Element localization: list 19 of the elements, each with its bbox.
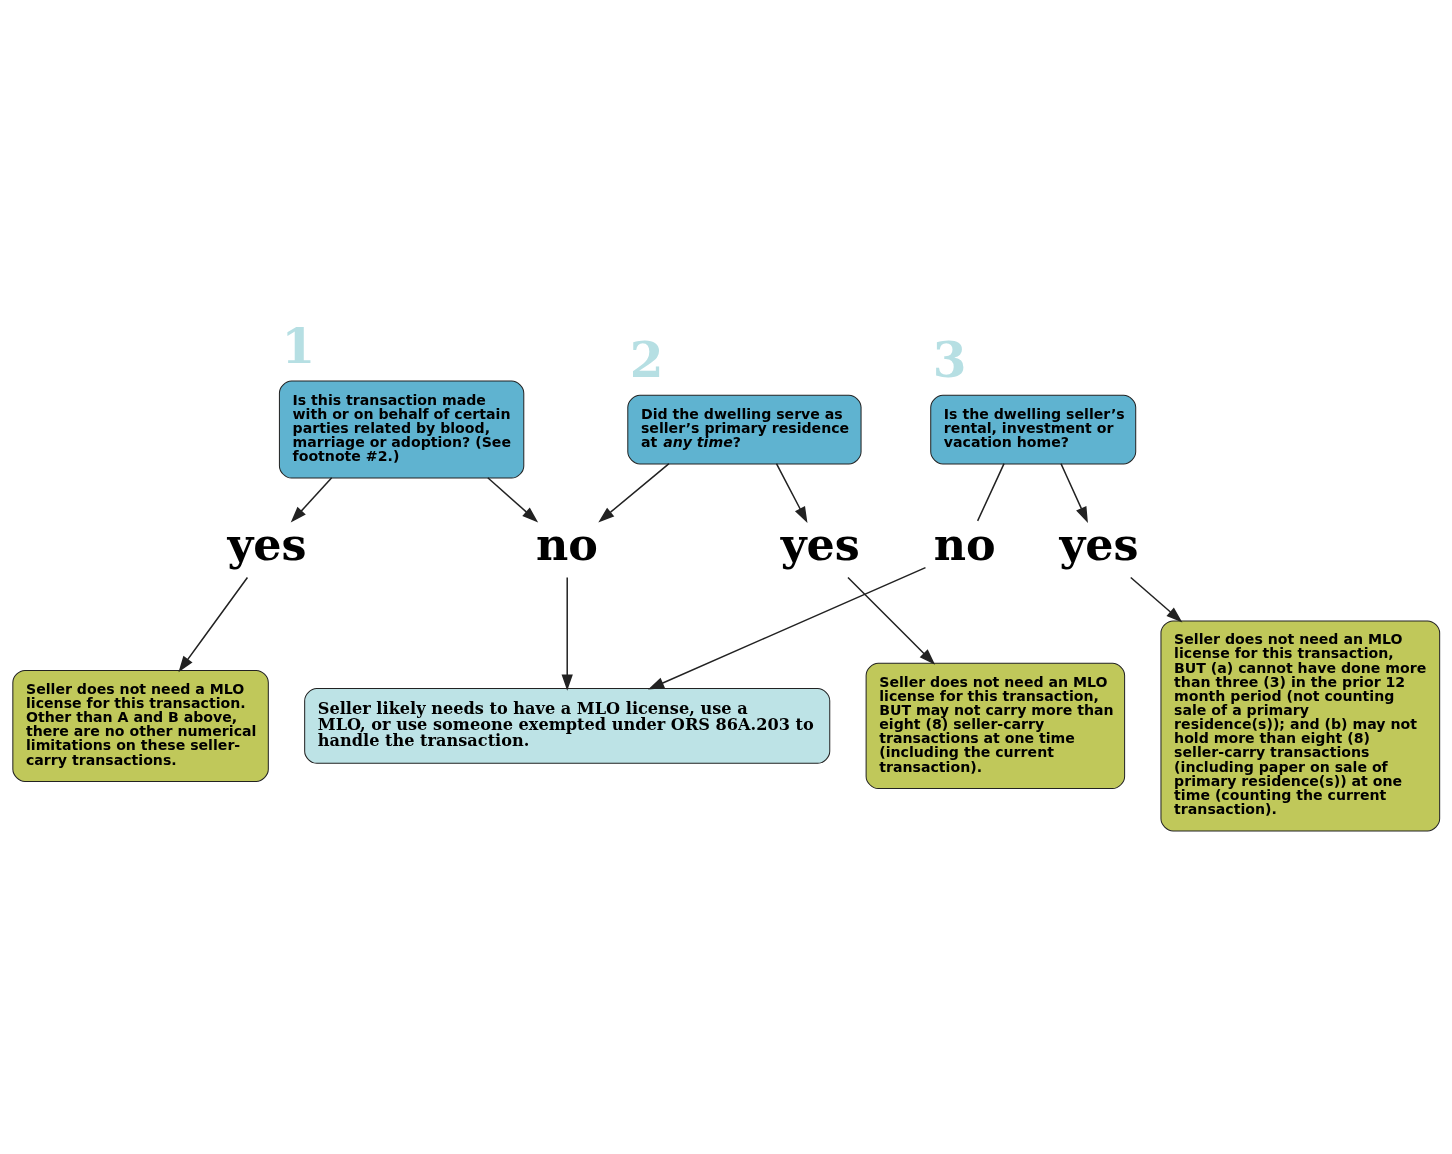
node-text: no: [933, 517, 996, 570]
connector: [976, 462, 1005, 522]
arrow: [775, 462, 808, 523]
arrow: [1130, 576, 1183, 623]
arrow: [598, 462, 670, 523]
node-text: yes: [227, 517, 307, 570]
node-text: yes: [780, 517, 860, 570]
arrow: [561, 576, 573, 691]
arrow: [1060, 462, 1088, 523]
node-text: yes: [1059, 517, 1139, 570]
node-label: 3: [932, 331, 967, 389]
arrow: [290, 477, 333, 523]
node-label: 1: [281, 317, 316, 375]
arrow: [847, 576, 936, 665]
arrow: [178, 576, 249, 673]
node-text: no: [535, 517, 598, 570]
arrow: [487, 477, 539, 523]
node-label: 2: [629, 331, 664, 389]
arrow: [648, 566, 927, 690]
